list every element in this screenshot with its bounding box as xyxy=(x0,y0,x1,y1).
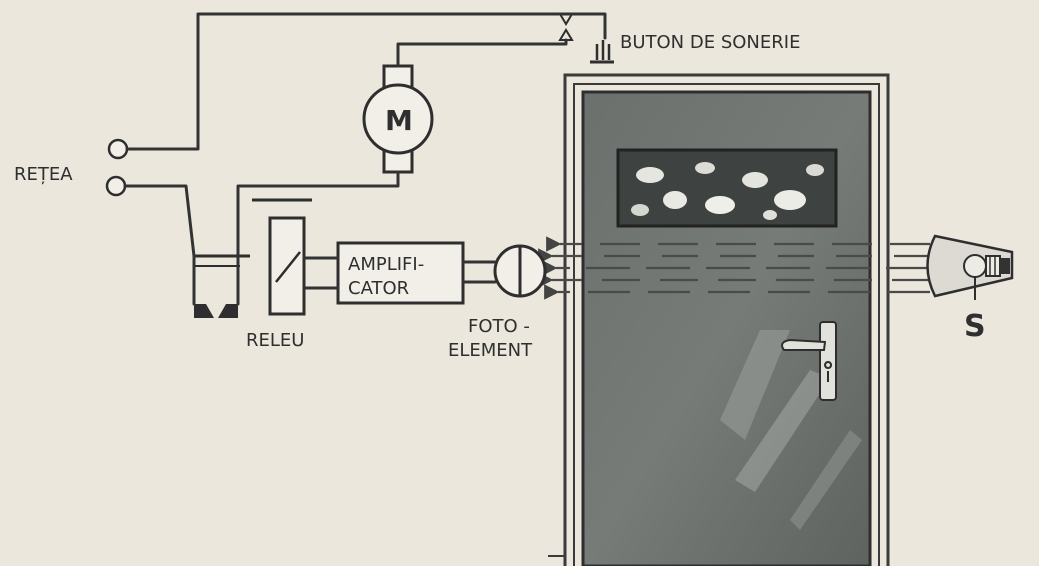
relay-block xyxy=(252,198,312,316)
light-source-icon xyxy=(926,234,1014,300)
light-source-label: S xyxy=(964,309,986,344)
photo-element-label-line2: ELEMENT xyxy=(448,340,533,361)
wiring xyxy=(123,12,607,306)
photo-element-icon xyxy=(493,244,547,298)
doorbell-button-icon xyxy=(558,13,614,64)
motor-label: M xyxy=(385,104,413,137)
bell-button-label: BUTON DE SONERIE xyxy=(620,32,800,53)
mains-terminals xyxy=(105,138,129,197)
door-frame xyxy=(548,73,890,566)
relay-contacts-icon xyxy=(194,254,250,318)
amplifier-label-line2: CATOR xyxy=(348,278,409,299)
amplifier-block xyxy=(336,241,465,305)
photo-element-label-line1: FOTO - xyxy=(468,316,530,337)
motor-icon xyxy=(362,64,434,174)
retea-label: REȚEA xyxy=(14,164,73,185)
door-window xyxy=(616,148,838,228)
relay-label: RELEU xyxy=(246,330,304,351)
light-beam xyxy=(538,236,930,300)
amplifier-label-line1: AMPLIFI- xyxy=(348,254,424,275)
door-handle xyxy=(781,321,837,401)
